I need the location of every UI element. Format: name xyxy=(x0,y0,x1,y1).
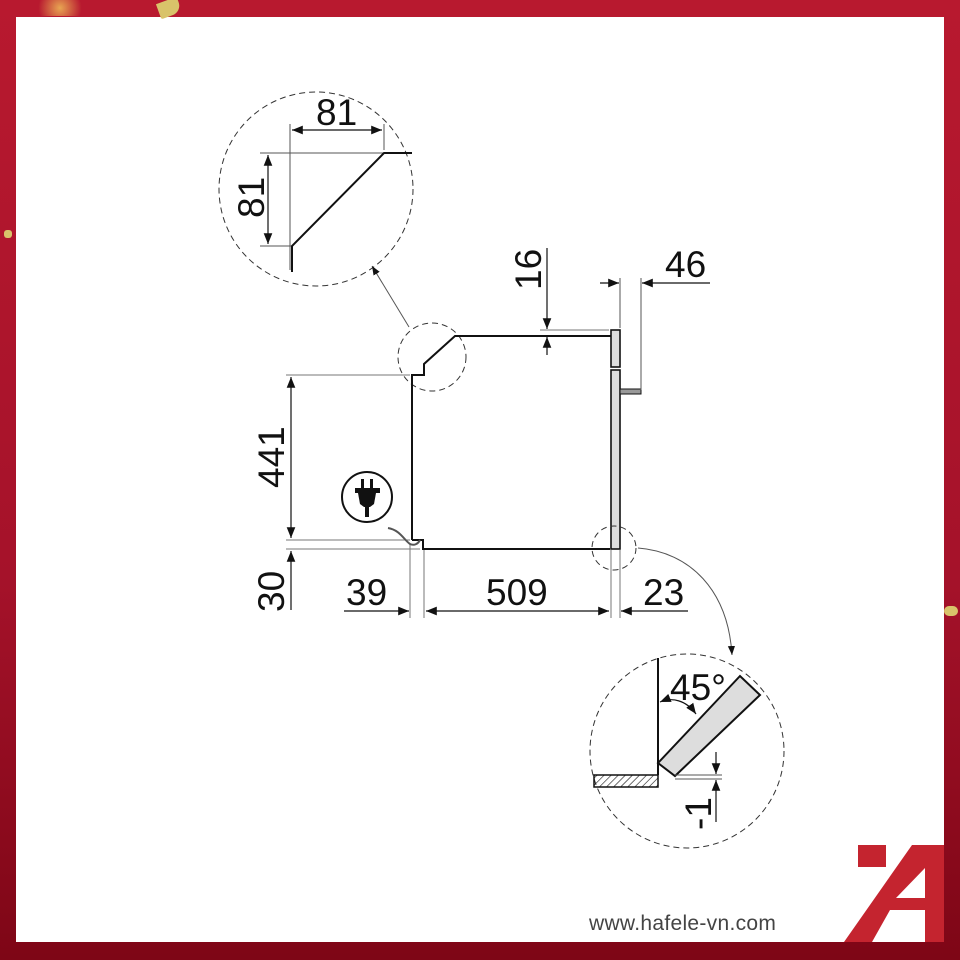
power-plug-icon xyxy=(341,471,421,546)
dim-depth: 509 xyxy=(486,572,548,613)
dim-bottom-group: 39 509 23 xyxy=(344,545,688,618)
confetti-ribbon-left xyxy=(4,230,12,238)
dim-16-group: 16 xyxy=(508,248,609,355)
dim-angle: 45° xyxy=(670,667,726,708)
dim-front-protrusion: 46 xyxy=(665,244,706,285)
dim-top-detail-height: 81 xyxy=(231,177,272,218)
dim-top-detail-width: 81 xyxy=(316,92,357,133)
dim-46-group: 46 xyxy=(600,244,710,390)
dim-bottom-gap: -1 xyxy=(678,797,719,830)
hafele-logo xyxy=(844,845,944,942)
bottom-corner-detail: 45° -1 xyxy=(589,653,785,849)
dim-front-panel: 23 xyxy=(643,572,684,613)
website-url[interactable]: www.hafele-vn.com xyxy=(589,912,777,935)
dim-height: 441 xyxy=(251,426,292,488)
dim-bottom-offset: 30 xyxy=(251,571,292,612)
confetti-glow-top xyxy=(30,0,90,16)
top-corner-detail: 81 81 xyxy=(218,91,414,287)
drawing-canvas xyxy=(16,17,944,942)
confetti-ribbon-right xyxy=(944,606,958,616)
dim-height-group: 441 30 xyxy=(251,374,420,612)
oven-body xyxy=(397,322,642,571)
dim-top-offset: 16 xyxy=(508,249,549,290)
dim-rear-gap: 39 xyxy=(346,572,387,613)
